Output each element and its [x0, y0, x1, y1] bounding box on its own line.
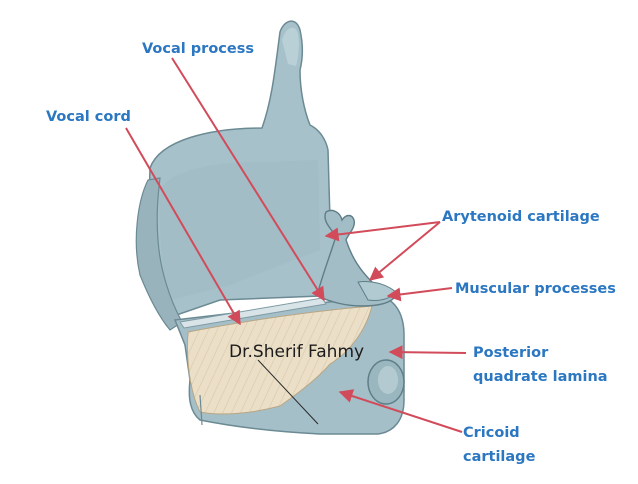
label-cricoid-line2: cartilage [463, 449, 536, 465]
superior-horn [282, 27, 299, 66]
arrow-vocal-process [171, 57, 325, 302]
quadrate-lamina-shape [187, 305, 373, 415]
cricoid-edge-line [199, 394, 203, 426]
label-cricoid-line1: Cricoid [463, 425, 520, 441]
arrow-arytenoid-1 [324, 221, 441, 242]
label-posterior-line2: quadrate lamina [473, 369, 608, 385]
label-arytenoid-cartilage: Arytenoid cartilage [442, 209, 600, 225]
author-watermark: Dr.Sherif Fahmy [229, 342, 365, 362]
arrow-arytenoid-2 [368, 221, 441, 281]
arrow-cricoid [338, 389, 463, 433]
lamina-shadow [159, 160, 320, 300]
arrow-posterior-lamina [388, 345, 467, 360]
label-muscular-processes: Muscular processes [455, 281, 616, 297]
arrow-vocal-cord [125, 127, 241, 326]
vocal-cord-shape [179, 297, 327, 329]
label-vocal-process: Vocal process [142, 41, 254, 57]
watermark-leader-line [257, 359, 319, 425]
arrow-muscular-processes [386, 287, 453, 302]
label-vocal-cord: Vocal cord [46, 109, 131, 125]
label-posterior-quadrate-lamina: Posterior quadrate lamina [473, 341, 633, 389]
label-cricoid-cartilage: Cricoid cartilage [463, 421, 583, 469]
label-posterior-line1: Posterior [473, 345, 549, 361]
